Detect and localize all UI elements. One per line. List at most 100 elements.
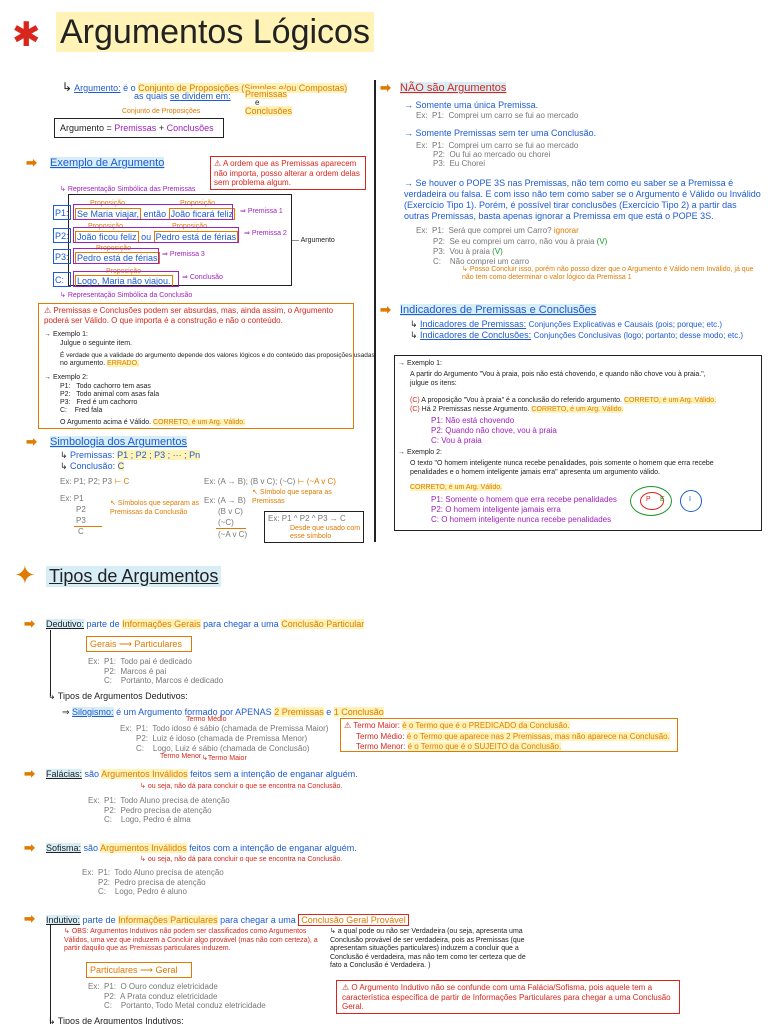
gerais-box xyxy=(86,636,192,652)
ind-warn: ⚠ O Argumento Indutivo não se confunde c… xyxy=(342,983,671,1011)
ex1-head: → Exemplo 1: xyxy=(44,331,88,338)
argumento-definition-2: as quais se dividem em: xyxy=(134,91,231,101)
simb-sep-note: ↖ Símbolos que separam as Premissas da C… xyxy=(110,500,200,516)
termo-menor-tag: Termo Menor xyxy=(160,753,202,760)
termo-menor-def: Termo Menor: é o Termo que é o SUJEITO d… xyxy=(356,742,562,751)
argumento-definition: ↳ Argumento: é o Conjunto de Proposições… xyxy=(62,80,348,94)
ex2-p3: P3: Fred é um cachorro xyxy=(60,399,138,406)
ex1-line2: É verdade que a validade do argumento de… xyxy=(60,352,375,359)
nao-item-3-ex2: P2: Se eu comprei um carro, não vou à pr… xyxy=(433,237,608,246)
bx-c: C: Vou à praia xyxy=(431,436,482,445)
bx-item1: (C) A proposição "Vou à praia" é a concl… xyxy=(410,397,717,404)
c-group xyxy=(73,271,179,287)
simb-ex3-p1: Ex: P1 xyxy=(60,494,84,503)
silogismo-line: ⇒ Silogismo: é um Argumento formado por … xyxy=(62,707,384,717)
bx-p2: P2: Quando não chove, vou à praia xyxy=(431,426,557,435)
venn-i: I xyxy=(689,496,691,503)
c-marker xyxy=(53,272,71,287)
termo-medio-tag: Termo Médio xyxy=(186,716,227,723)
ind-ex1: Ex: P1: O Ouro conduz eletricidade xyxy=(88,982,218,991)
section-arrow-icon: ➡ xyxy=(380,80,391,95)
e-label: e xyxy=(255,98,260,107)
nao-heading: NÃO são Argumentos xyxy=(400,82,507,94)
silog-ex1: Ex: P1: Todo idoso é sábio (chamada de P… xyxy=(120,724,329,733)
fal-ou-seja: ↳ ou seja, não dá para concluir o que se… xyxy=(140,783,343,790)
indutivo-line: Indutivo: parte de Informações Particula… xyxy=(46,914,409,926)
absurdas-note: ⚠ Premissas e Conclusões podem ser absur… xyxy=(44,306,334,325)
p1-group xyxy=(73,204,233,220)
fal-ex2: P2: Pedro precisa de atenção xyxy=(104,806,212,815)
column-divider xyxy=(374,80,376,542)
nao-item-2-ex3: P3: Eu Chorei xyxy=(433,159,486,168)
proposicao-tag: Proposição xyxy=(172,223,208,230)
particulares-box xyxy=(86,962,192,978)
termos-box xyxy=(340,718,678,752)
nao-item-3-ex3: P3: Vou à praia (V) xyxy=(433,247,503,256)
simb-sep2-note: ↖ Símbolo que separa as Premissas xyxy=(252,489,332,505)
simb-conclusao: ↳ Conclusão: C xyxy=(60,461,125,471)
bx-ex2: → Exemplo 2: xyxy=(398,449,442,456)
simb-box-note: Desde que usado com esse símbolo xyxy=(290,525,361,540)
termo-maior-tag: ↳Termo Maior xyxy=(202,755,247,762)
venn-outer xyxy=(630,486,672,516)
bx-line2: O texto "O homem inteligente nunca receb… xyxy=(410,460,714,476)
tree-line xyxy=(50,925,51,1024)
bx-ex1: → Exemplo 1: xyxy=(398,360,442,367)
gerais-to-particulares: Gerais ⟶ Particulares xyxy=(90,639,182,649)
termo-medio-def: Termo Médio: é o Termo que aparece nas 2… xyxy=(356,732,670,741)
premissa-1-label: ⇒ Premissa 1 xyxy=(240,208,283,215)
p2-marker xyxy=(53,228,71,243)
ded-ex1: Ex: P1: Todo pai é dedicado xyxy=(88,657,192,666)
premissa-3-label: ⇒ Premissa 3 xyxy=(162,251,205,258)
p3-group xyxy=(73,248,159,264)
bx2-p2: P2: O homem inteligente jamais erra xyxy=(431,505,561,514)
silog-ex3: C: Logo, Luiz é sábio (chamada de Conclu… xyxy=(136,744,310,753)
sof-ou-seja: ↳ ou seja, não dá para concluir o que se… xyxy=(140,856,343,863)
fal-ex1: Ex: P1: Todo Aluno precisa de atenção xyxy=(88,796,230,805)
simb-ex1: Ex: P1; P2; P3 ⊢ C xyxy=(60,477,130,486)
simbologia-heading: Simbologia dos Argumentos xyxy=(50,436,187,448)
sofisma-line: Sofisma: são Argumentos Inválidos feitos… xyxy=(46,843,357,853)
asterisk-icon: ✱ xyxy=(12,16,41,54)
nao-item-3-note: ↳ Posso Concluir isso, porém não posso d… xyxy=(462,266,754,281)
venn-inner xyxy=(640,492,664,510)
formula: Argumento = Premissas + Conclusões xyxy=(60,123,214,133)
fal-ex3: C: Logo, Pedro é alma xyxy=(104,815,191,824)
ind-obs: ↳ OBS: Argumentos Indutivos não podem se… xyxy=(64,928,318,952)
p1-marker xyxy=(53,205,71,220)
ind-note: ↳ a qual pode ou não ser Verdadeira (ou … xyxy=(330,928,526,969)
exemplo-heading: Exemplo de Argumento xyxy=(50,157,165,169)
simb-ex4-4: (~A v C) xyxy=(218,530,248,539)
section-arrow-icon: ➡ xyxy=(24,616,35,631)
nao-item-3: → Se houver o POPE 3S nas Premissas, não… xyxy=(404,178,761,221)
ex2-result: O Argumento acima é Válido. CORRETO, é u… xyxy=(60,419,246,426)
section-arrow-icon: ➡ xyxy=(380,302,391,317)
ordem-note: ⚠ A ordem que as Premissas aparecem não … xyxy=(214,159,360,187)
premissa-2-label: ⇒ Premissa 2 xyxy=(244,230,287,237)
falacias-line: Falácias: são Argumentos Inválidos feito… xyxy=(46,769,358,779)
p2-group xyxy=(73,227,239,243)
rep-conclusao: ↳ Representação Simbólica da Conclusão xyxy=(60,292,193,299)
bx-line1: A partir do Argumento "Vou à praia, pois… xyxy=(410,371,706,387)
section-arrow-icon: ➡ xyxy=(26,155,37,170)
section-arrow-icon: ➡ xyxy=(24,840,35,855)
ded-ex2: P2: Marcos é pai xyxy=(104,667,167,676)
bx2-p1: P1: Somente o homem que erra recebe pena… xyxy=(431,495,617,504)
p2-label: P2: xyxy=(55,231,69,241)
proposicao-tag: Proposição xyxy=(90,200,126,207)
nao-item-2-ex1: Ex: P1: Comprei um carro se fui ao merca… xyxy=(416,141,579,150)
simb-ex3-p3: P3 xyxy=(76,516,86,525)
indicadores-heading: Indicadores de Premissas e Conclusões xyxy=(400,304,597,316)
nao-item-3-ex4: C: Não comprei um carro xyxy=(433,257,530,266)
simb-ex3-p2: P2 xyxy=(76,505,86,514)
silog-ex2: P2: Luiz é idoso (chamada de Premissa Me… xyxy=(136,734,308,743)
section-arrow-icon: ➡ xyxy=(24,911,35,926)
ind-tipos: ↳ Tipos de Argumentos Indutivos: xyxy=(48,1016,184,1024)
ded-tipos: ↳ Tipos de Argumentos Dedutivos: xyxy=(48,691,188,701)
conclusao-label: ⇒ Conclusão xyxy=(182,274,223,281)
simb-ex2: Ex: (A → B); (B v C); (~C) ⊢ (~A v C) xyxy=(204,477,336,486)
ind-warn-box xyxy=(336,980,680,1014)
separator-line xyxy=(74,526,102,527)
p1-label: P1: xyxy=(55,208,69,218)
nao-item-2: → Somente Premissas sem ter uma Conclusã… xyxy=(404,128,597,138)
